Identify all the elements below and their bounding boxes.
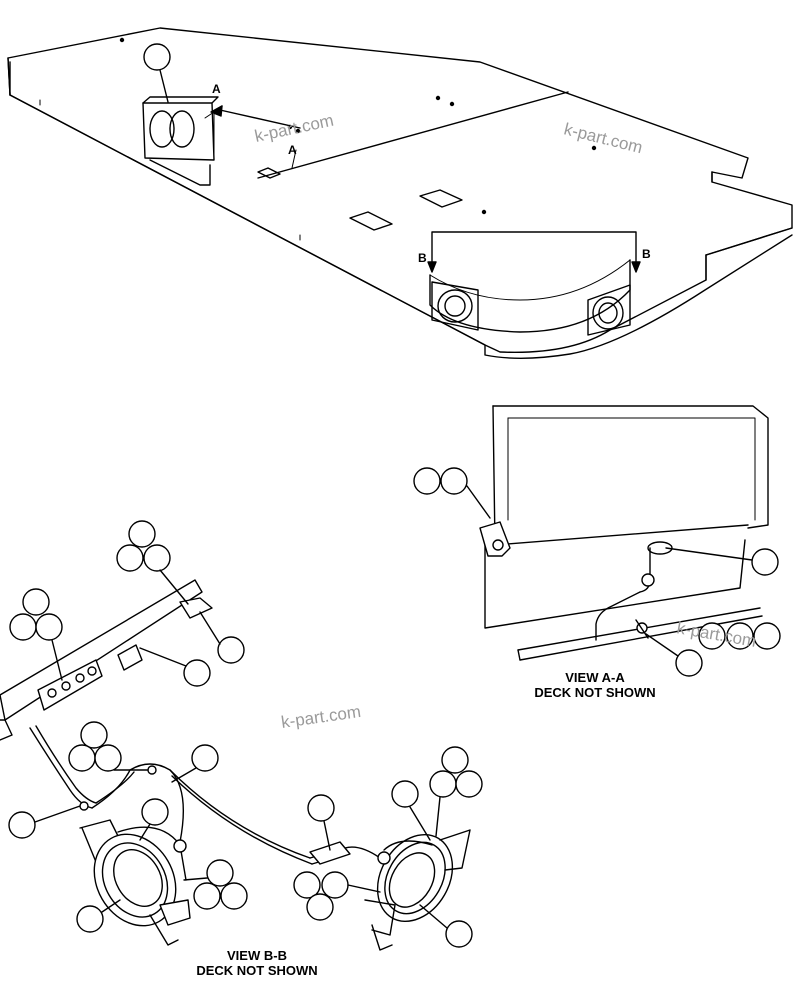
view-b-callouts: [8, 520, 483, 948]
view-a-caption: VIEW A-A DECK NOT SHOWN: [522, 670, 668, 700]
watermark-1: k-part.com: [253, 111, 335, 146]
view-b-drawing: [0, 579, 471, 951]
section-label-b-1: B: [418, 251, 427, 265]
watermark-3: k-part.com: [280, 702, 362, 732]
section-label-a-1: A: [212, 82, 221, 96]
view-a-note: DECK NOT SHOWN: [534, 685, 656, 700]
view-b-title: VIEW B-B: [227, 948, 287, 963]
section-label-a-2: A: [288, 143, 297, 157]
view-a-title: VIEW A-A: [565, 670, 625, 685]
section-arrows: [210, 105, 641, 273]
view-b-caption: VIEW B-B DECK NOT SHOWN: [182, 948, 332, 978]
view-a-drawing: [479, 405, 769, 661]
watermarks: k-part.com k-part.com k-part.com k-part.…: [253, 111, 758, 732]
deck-assembly: [7, 27, 793, 359]
callout-deck: [143, 43, 171, 103]
section-label-b-2: B: [642, 247, 651, 261]
watermark-2: k-part.com: [562, 119, 645, 157]
view-b-note: DECK NOT SHOWN: [196, 963, 318, 978]
view-a-callouts: [413, 467, 781, 677]
